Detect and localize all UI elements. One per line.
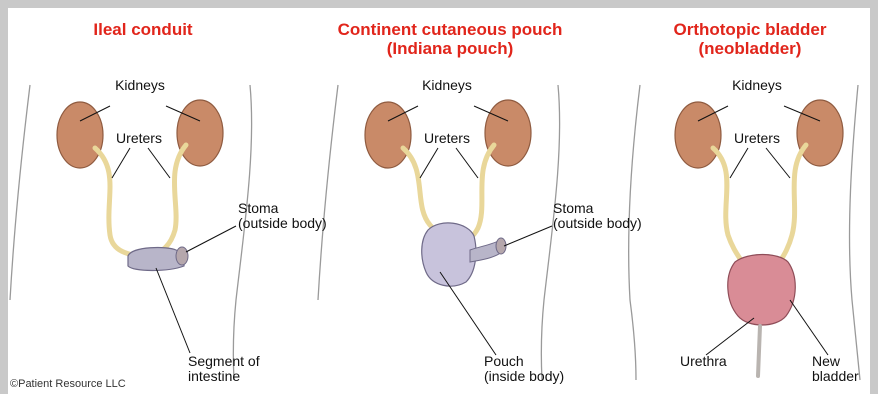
panel-2-stoma-label: Stoma (outside body) — [553, 201, 642, 231]
kidney-right — [177, 100, 223, 166]
body-outline-right — [850, 85, 860, 380]
panel-2-stoma-line2: (outside body) — [553, 216, 642, 231]
panel-1-segment-label: Segment of intestine — [188, 354, 260, 384]
ileal-conduit-segment — [128, 248, 184, 271]
panel-2-title: Continent cutaneous pouch (Indiana pouch… — [320, 20, 580, 58]
panel-1-segment-line2: intestine — [188, 369, 260, 384]
kidney-left — [365, 102, 411, 168]
panel-2-title-line1: Continent cutaneous pouch — [320, 20, 580, 39]
panel-2-pouch-label: Pouch (inside body) — [484, 354, 564, 384]
kidney-left — [675, 102, 721, 168]
panel-2-pouch-line1: Pouch — [484, 354, 564, 369]
panel-1-title-line1: Ileal conduit — [38, 20, 248, 39]
panel-3-title-line1: Orthotopic bladder — [640, 20, 860, 39]
panel-3-ureters-label: Ureters — [722, 131, 792, 146]
panel-1-ureters-label: Ureters — [104, 131, 174, 146]
urethra-tube — [758, 326, 760, 376]
panel-3-urethra-label: Urethra — [680, 354, 727, 369]
body-outline-left — [10, 85, 30, 300]
body-outline-right — [233, 85, 251, 380]
panel-2-pouch-line2: (inside body) — [484, 369, 564, 384]
panel-1-stoma-line2: (outside body) — [238, 216, 327, 231]
panel-3-title-line2: (neobladder) — [640, 39, 860, 58]
panel-2-ureters-label: Ureters — [412, 131, 482, 146]
body-outline-left — [318, 85, 338, 300]
body-outline-left — [629, 85, 640, 380]
panel-1-title: Ileal conduit — [38, 20, 248, 39]
indiana-pouch — [422, 223, 476, 286]
panel-2-title-line2: (Indiana pouch) — [320, 39, 580, 58]
ureter-left — [95, 148, 150, 258]
body-outline-right — [541, 85, 559, 380]
neobladder — [728, 255, 795, 326]
panel-3-new-bladder-line1: New — [812, 354, 859, 369]
panel-1-stoma-line1: Stoma — [238, 201, 327, 216]
panel-1-kidneys-label: Kidneys — [95, 78, 185, 93]
ureter-left — [713, 148, 744, 265]
copyright-notice: ©Patient Resource LLC — [10, 378, 126, 390]
ureter-right — [778, 145, 806, 265]
panel-2-stoma-line1: Stoma — [553, 201, 642, 216]
panel-1-stoma-label: Stoma (outside body) — [238, 201, 327, 231]
ureter-right — [150, 145, 186, 258]
panel-2-kidneys-label: Kidneys — [402, 78, 492, 93]
panel-3-kidneys-label: Kidneys — [712, 78, 802, 93]
panel-3-new-bladder-line2: bladder — [812, 369, 859, 384]
kidney-right — [485, 100, 531, 166]
kidney-right — [797, 100, 843, 166]
panel-1-segment-line1: Segment of — [188, 354, 260, 369]
stoma-ring — [176, 247, 188, 265]
kidney-left — [57, 102, 103, 168]
panel-3-title: Orthotopic bladder (neobladder) — [640, 20, 860, 58]
panel-3-new-bladder-label: New bladder — [812, 354, 859, 384]
